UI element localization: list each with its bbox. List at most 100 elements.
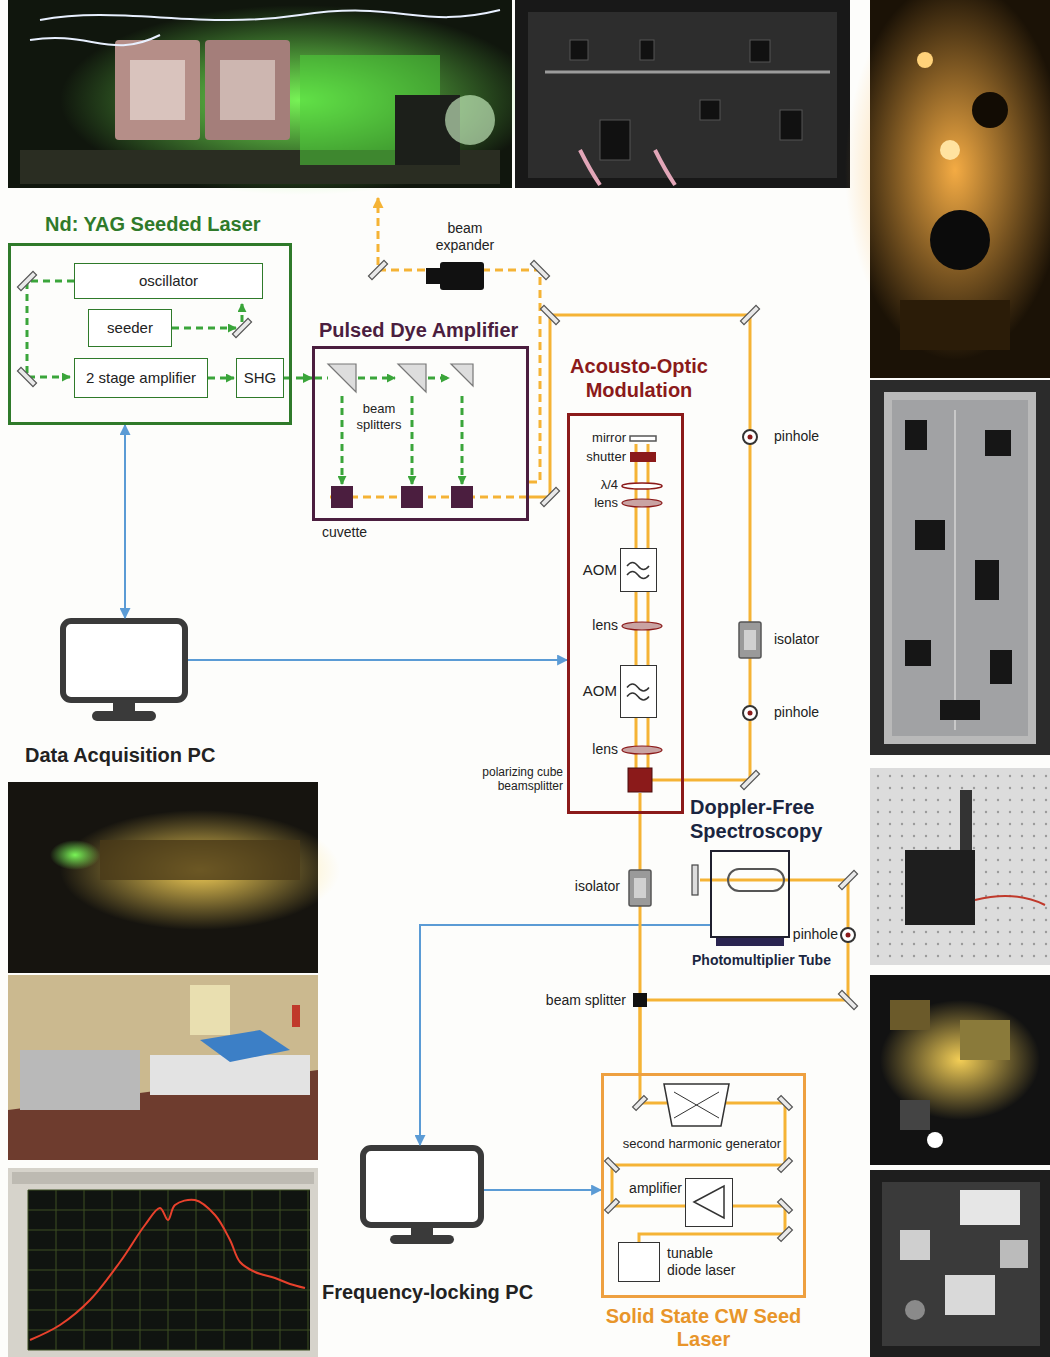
photo-detail [900, 1230, 930, 1260]
heading-text: Data Acquisition PC [25, 743, 255, 767]
seed-beam [647, 444, 650, 768]
photo-detail [997, 859, 999, 861]
amplifier-box: amplifier [685, 1178, 733, 1227]
computer-icon: Frequency-locking PC [360, 1145, 484, 1245]
photo-detail [1009, 811, 1011, 813]
photo-detail [930, 210, 990, 270]
beam-path [529, 315, 750, 780]
photo-detail [884, 392, 1036, 744]
photo-detail [985, 931, 987, 933]
prism-beamsplitter [398, 364, 426, 392]
photo-detail [1021, 883, 1023, 885]
photo-detail [913, 943, 915, 945]
photo [870, 975, 1050, 1165]
photo-detail [1009, 883, 1011, 885]
laser-beam [358, 377, 395, 380]
photo-detail [780, 110, 802, 140]
photo-detail [889, 859, 891, 861]
part-label: cuvette [322, 524, 392, 541]
part-label: polarizing cube beamsplitter [455, 765, 563, 794]
photo-detail [889, 883, 891, 885]
photo-detail [205, 40, 290, 140]
mirror-symbol [530, 260, 549, 279]
photo-detail [889, 931, 891, 933]
photo-detail [925, 787, 927, 789]
pmt-base [716, 938, 784, 946]
photo-detail [973, 835, 975, 837]
photo-detail [640, 40, 654, 60]
photo-detail [975, 560, 999, 600]
photo-detail [1021, 943, 1023, 945]
photo-detail [1009, 919, 1011, 921]
photo-detail [937, 775, 939, 777]
heading-text: Solid State CW Seed Laser [601, 1305, 806, 1351]
modulation-group: Acousto-Optic ModulationAOMAOM [567, 413, 684, 814]
photo-detail [1021, 775, 1023, 777]
photo-detail [985, 955, 987, 957]
signal-arrow [124, 425, 126, 618]
photo-detail [890, 1000, 930, 1030]
photo-detail [901, 775, 903, 777]
heading-text: Acousto-Optic Modulation [564, 354, 714, 402]
beam-expander-symbol [426, 268, 442, 284]
photo-detail [1009, 859, 1011, 861]
photo-detail [30, 35, 160, 45]
photo-detail [1021, 871, 1023, 873]
heading-text: Doppler-Free Spectroscopy [690, 795, 850, 843]
photo-detail [915, 520, 945, 550]
photo-detail [949, 931, 951, 933]
photo-detail [877, 943, 879, 945]
photo-detail [937, 823, 939, 825]
photo-detail [985, 775, 987, 777]
photo-detail [1033, 859, 1035, 861]
monitor-icon [390, 1235, 454, 1244]
pinhole-symbol [748, 711, 753, 716]
component-box: seeder [88, 309, 172, 347]
photo-detail [940, 700, 980, 720]
photo-detail [985, 787, 987, 789]
mirror-symbol [778, 1096, 793, 1111]
photo-detail [130, 60, 185, 120]
photo-detail [913, 847, 915, 849]
photo-detail [901, 823, 903, 825]
mirror-symbol [778, 1199, 793, 1214]
part-label: lens [560, 741, 618, 758]
grid-line [28, 1290, 310, 1291]
photo-detail [1033, 895, 1035, 897]
photo-detail [901, 835, 903, 837]
photo-detail [985, 847, 987, 849]
photo-detail [100, 840, 300, 880]
photo-detail [655, 150, 675, 185]
grid-line [28, 1270, 310, 1271]
mirror-symbol [630, 436, 656, 441]
photo-detail [901, 859, 903, 861]
photo-detail [1021, 823, 1023, 825]
pmt-housing: Doppler-Free SpectroscopyPhotomultiplier… [710, 850, 790, 938]
photo [8, 782, 318, 973]
signal-arrow [420, 925, 710, 1145]
photo-detail [1045, 823, 1047, 825]
photo-detail [901, 919, 903, 921]
photo-detail [889, 871, 891, 873]
photo-detail [949, 955, 951, 957]
photo-detail [750, 40, 770, 62]
photo-detail [1009, 943, 1011, 945]
photo-detail [889, 799, 891, 801]
photo-detail [973, 943, 975, 945]
isolator-symbol [629, 870, 651, 906]
photo-detail [901, 787, 903, 789]
photo-detail [877, 775, 879, 777]
photo-detail [997, 835, 999, 837]
photo-detail [961, 955, 963, 957]
isolator-symbol [744, 630, 756, 650]
photo-detail [961, 943, 963, 945]
photo-detail [985, 919, 987, 921]
aom-box: AOM [620, 665, 657, 718]
part-label: pinhole [778, 926, 838, 943]
photo-detail [1033, 835, 1035, 837]
photo-detail [1045, 859, 1047, 861]
mirror-symbol [633, 1096, 648, 1111]
photo-detail [913, 787, 915, 789]
photo-detail [905, 1300, 925, 1320]
photo-detail [28, 1190, 310, 1350]
